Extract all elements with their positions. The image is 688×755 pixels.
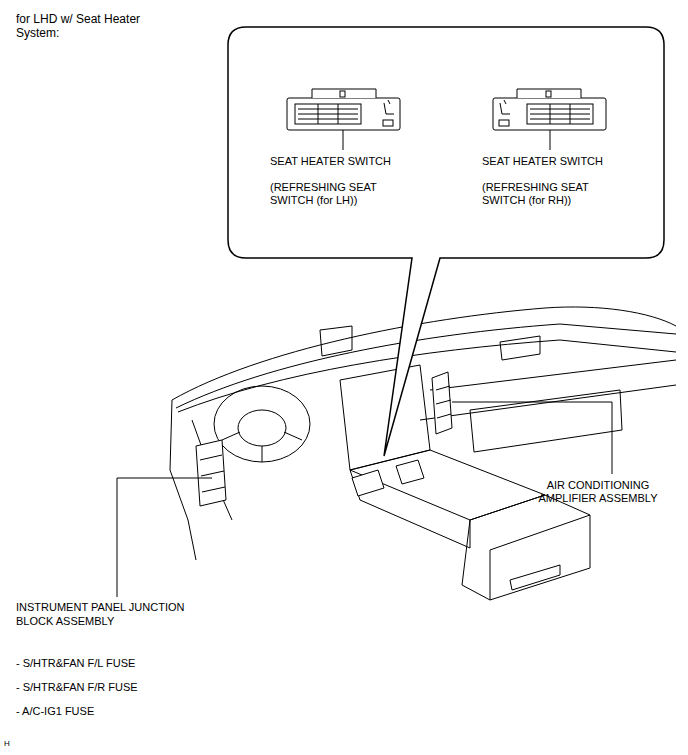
- callout-outline: [228, 27, 664, 456]
- fuse-name: - A/C-IG1 FUSE: [16, 705, 94, 718]
- vent: [500, 336, 540, 360]
- switch-tab: [312, 89, 376, 98]
- seat-symbol: [384, 100, 394, 114]
- fuse-name: - S/HTR&FAN F/R FUSE: [16, 681, 138, 694]
- passenger-dash: [430, 360, 676, 390]
- leader-line: [117, 478, 212, 597]
- armrest-edge: [490, 515, 590, 600]
- switch-body: [287, 98, 400, 130]
- title: for LHD w/ Seat Heater System:: [16, 12, 166, 40]
- part-name: SEAT HEATER SWITCH: [270, 155, 410, 168]
- left-panel: [170, 400, 196, 560]
- fuse-name: - S/HTR&FAN F/L FUSE: [16, 657, 135, 670]
- glove-box: [470, 390, 622, 452]
- steering-hub: [238, 410, 286, 446]
- switch-indicator: [499, 120, 509, 126]
- armrest: [462, 495, 590, 600]
- switch-body: [493, 98, 606, 130]
- callout-box: SEAT HEATER SWITCH (REFRESHING SEAT SWITC…: [228, 27, 664, 258]
- door-edge: [192, 420, 232, 520]
- part-name: (REFRESHING SEAT SWITCH (for LH)): [270, 181, 402, 207]
- switch-indicator: [383, 120, 393, 126]
- junction-block-detail: [200, 455, 225, 492]
- ac-amplifier: [432, 372, 452, 434]
- leader-line: [452, 402, 612, 474]
- leader-line: [343, 130, 550, 150]
- part-name: (REFRESHING SEAT SWITCH (for RH)): [482, 181, 614, 207]
- switch-slats: [298, 104, 358, 124]
- figure-code: H: [4, 739, 10, 749]
- seat-symbol: [500, 100, 510, 114]
- switch-vent: [295, 104, 361, 124]
- wheel-spokes: [222, 432, 302, 462]
- switch-slats: [530, 104, 590, 124]
- part-name: SEAT HEATER SWITCH: [482, 155, 622, 168]
- part-name: AIR CONDITIONING AMPLIFIER ASSEMBLY: [522, 479, 674, 505]
- junction-block: [196, 440, 226, 506]
- switch-mark: [340, 91, 345, 97]
- display: [320, 326, 352, 356]
- steering-wheel: [214, 386, 310, 462]
- armrest-pocket: [510, 565, 560, 590]
- switch-tab: [517, 89, 581, 98]
- seat-switch-rh: [396, 460, 424, 484]
- seat-switch-lh: [352, 470, 384, 496]
- dash-edge: [178, 340, 676, 412]
- part-name: INSTRUMENT PANEL JUNCTION BLOCK ASSEMBLY: [16, 600, 206, 628]
- switch-vent: [527, 104, 593, 124]
- console-top: [350, 450, 545, 520]
- switch-mark: [546, 91, 551, 97]
- ac-amplifier-detail: [436, 386, 451, 418]
